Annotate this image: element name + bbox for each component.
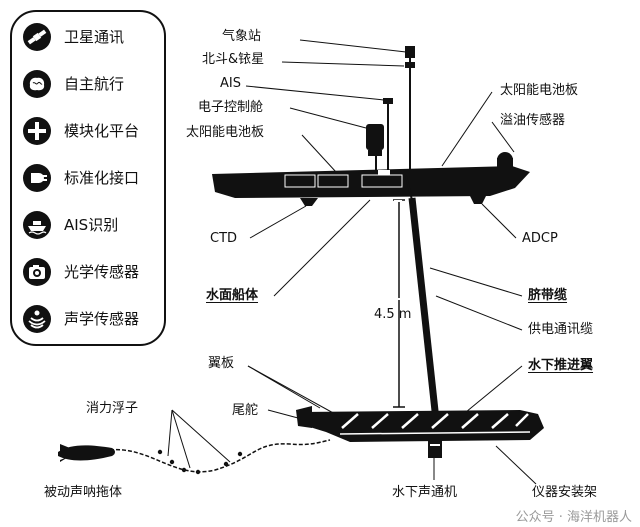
legend-item-interface: 标准化接口	[12, 159, 168, 199]
label-weather-station: 气象站	[222, 29, 262, 44]
legend-label: 声学传感器	[64, 310, 140, 328]
label-solar-panel-left: 太阳能电池板	[186, 125, 265, 140]
label-electronic-cabin: 电子控制舱	[198, 100, 264, 115]
label-solar-panel-right: 太阳能电池板	[500, 83, 579, 98]
weather-station-head	[405, 46, 415, 58]
label-towed-sonar: 被动声呐拖体	[44, 485, 123, 500]
label-float: 消力浮子	[86, 401, 139, 416]
legend-label: AIS识别	[64, 216, 119, 234]
satellite-icon	[23, 23, 51, 51]
tow-cable	[109, 439, 331, 473]
plus-circle-icon	[23, 117, 51, 145]
brain-icon	[23, 70, 51, 98]
legend-label: 光学传感器	[64, 263, 140, 281]
label-ctd: CTD	[210, 231, 238, 246]
legend-label: 模块化平台	[64, 122, 140, 140]
legend-item-optical: 光学传感器	[12, 253, 168, 293]
surface-hull-body	[212, 166, 530, 198]
umbilical-cable	[408, 197, 440, 421]
sonar-icon	[23, 305, 51, 333]
solar-panel-cell	[284, 174, 316, 188]
legend-item-satellite: 卫星通讯	[12, 18, 168, 58]
legend-label: 自主航行	[64, 75, 125, 93]
beidou-antenna	[405, 62, 415, 68]
adcp-sensor	[470, 196, 486, 204]
camera-icon	[23, 258, 51, 286]
legend-item-acoustic: 声学传感器	[12, 300, 168, 340]
leader-lines	[167, 39, 537, 485]
label-adcp: ADCP	[522, 231, 558, 246]
ship-icon	[23, 211, 51, 239]
label-beidou-gps: 北斗&铱星	[202, 52, 265, 67]
solar-panel-cell	[317, 174, 349, 188]
legend-label: 卫星通讯	[64, 28, 125, 46]
label-umbilical: 脐带缆	[528, 288, 568, 303]
float-beads	[157, 449, 243, 475]
label-wing-plate: 翼板	[208, 356, 235, 371]
label-length: 4.5 m	[374, 307, 412, 322]
label-rudder: 尾舵	[232, 403, 259, 418]
label-oil-spill-sensor: 溢油传感器	[500, 113, 566, 128]
tail-rudder	[296, 406, 312, 428]
label-surface-hull: 水面船体	[206, 288, 259, 303]
watermark: 公众号 · 海洋机器人	[515, 510, 632, 525]
legend-panel: 卫星通讯 自主航行 模块化平台 标准化接	[10, 10, 166, 346]
towed-sonar-body	[58, 445, 115, 461]
wing-plates	[341, 413, 529, 429]
legend-item-autonomy: 自主航行	[12, 65, 168, 105]
legend-item-modular: 模块化平台	[12, 112, 168, 152]
hydrophone-unit	[428, 438, 442, 458]
electronic-cabin	[366, 124, 384, 150]
legend-item-ais: AIS识别	[12, 206, 168, 246]
label-hydrophone: 水下声通机	[392, 485, 458, 500]
label-underwater-wing: 水下推进翼	[528, 358, 594, 373]
label-instrument-rack: 仪器安装架	[532, 485, 598, 500]
ais-antenna	[383, 98, 393, 104]
label-power-comm-cable: 供电通讯缆	[528, 322, 594, 337]
legend-label: 标准化接口	[64, 169, 140, 187]
ctd-sensor	[300, 198, 318, 206]
label-ais: AIS	[220, 76, 241, 91]
plug-icon	[23, 164, 51, 192]
